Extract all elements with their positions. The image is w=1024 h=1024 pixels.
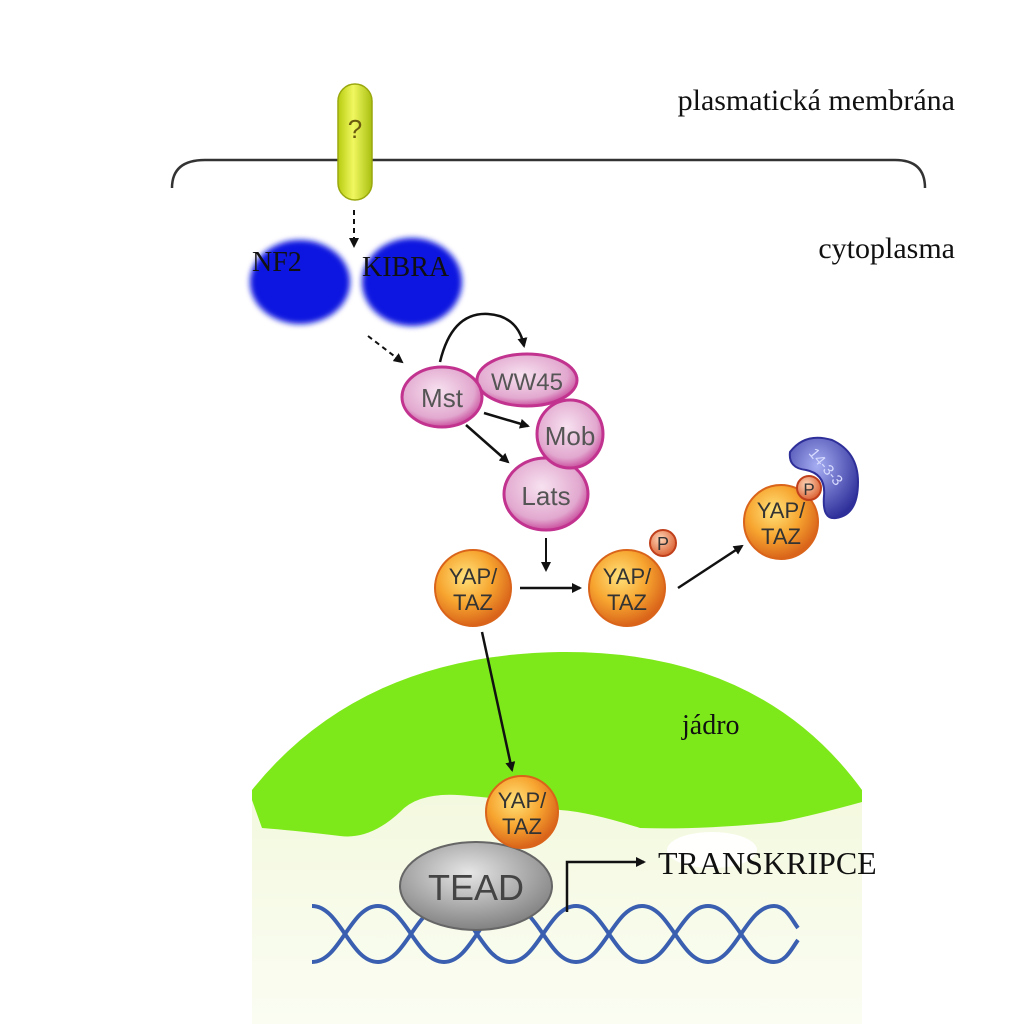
tead-node (399, 841, 553, 931)
transcription-arrow (565, 857, 646, 912)
mst-to-lats-arrow (465, 424, 510, 464)
yap-taz-sequestered-line2: TAZ (761, 524, 801, 549)
lats-label: Lats (521, 481, 570, 511)
mst-label: Mst (421, 383, 464, 413)
transcription-label: TRANSKRIPCE (658, 845, 877, 881)
mst-node (400, 365, 484, 429)
mst-to-ww45-curved-arrow (438, 312, 528, 363)
kibra-label: KIBRA (362, 252, 450, 283)
nf2-blob (250, 240, 350, 324)
kibra-to-mst-dashed-arrow (367, 335, 404, 364)
yap-taz-phospho-line1: YAP/ (603, 564, 652, 589)
mst-to-mob-arrow (483, 411, 530, 429)
mob-label: Mob (545, 421, 596, 451)
phospho-badge-label: P (657, 534, 669, 554)
phospho-badge (649, 529, 677, 557)
mob-node (535, 398, 605, 470)
yap-taz-nucleus-line1: YAP/ (498, 788, 547, 813)
protein-1433-node (788, 436, 860, 520)
membrane-label: plasmatická membrána (678, 84, 955, 117)
nf2-label: NF2 (252, 247, 302, 278)
nucleus-label: jádro (681, 710, 740, 741)
kibra-blob (362, 238, 462, 326)
yap-taz-phospho (588, 549, 666, 627)
yap-taz-cytoplasm-line1: YAP/ (449, 564, 498, 589)
phospho-badge-sequestered (796, 475, 822, 501)
phospho-badge-sequestered-label: P (803, 480, 814, 499)
ww45-label: WW45 (491, 369, 563, 396)
yap-taz-nucleus (485, 775, 559, 849)
plasma-membrane-line (170, 158, 927, 189)
receptor (337, 83, 373, 201)
yap-nuclear-import-arrow (480, 631, 516, 772)
nucleus-highlight (667, 832, 757, 868)
yap-taz-phospho-line2: TAZ (607, 590, 647, 615)
yap-taz-sequestered-line1: YAP/ (757, 498, 806, 523)
yap-taz-cytoplasm (434, 549, 512, 627)
cytoplasm-label: cytoplasma (818, 232, 955, 265)
tead-label: TEAD (428, 867, 524, 908)
dna-helix (311, 903, 800, 965)
nucleus-envelope (252, 651, 862, 837)
yap-taz-nucleus-line2: TAZ (502, 814, 542, 839)
yap-taz-cytoplasm-line2: TAZ (453, 590, 493, 615)
yap-taz-sequestered (743, 484, 819, 560)
receptor-label: ? (348, 114, 362, 144)
to-1433-arrow (677, 544, 744, 590)
